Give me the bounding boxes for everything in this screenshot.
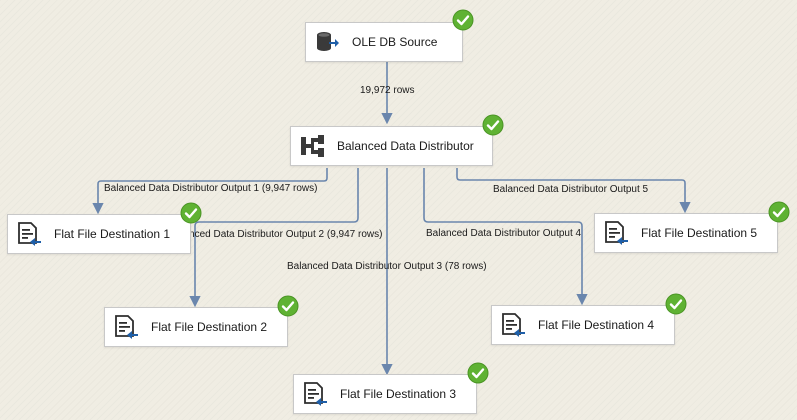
balanced-data-distributor-label: Balanced Data Distributor (337, 139, 474, 153)
flat-file-destination-3-component[interactable]: Flat File Destination 3 (293, 374, 477, 414)
path-output-4[interactable] (423, 168, 588, 306)
flat-file-destination-5-label: Flat File Destination 5 (641, 226, 758, 240)
success-check-icon (467, 362, 489, 384)
database-source-icon (317, 32, 339, 51)
flat-file-destination-3-label: Flat File Destination 3 (340, 387, 457, 401)
balanced-data-distributor-component[interactable]: Balanced Data Distributor (290, 126, 493, 166)
flat-file-destination-5-component[interactable]: Flat File Destination 5 (594, 213, 778, 253)
flat-file-destination-icon (502, 313, 525, 337)
path-output-1[interactable] (92, 168, 328, 215)
success-check-icon (180, 202, 202, 224)
success-check-icon (482, 114, 504, 136)
path-output-2[interactable] (189, 168, 359, 308)
flow-label-output-2: Balanced Data Distributor Output 2 (9,94… (169, 229, 383, 240)
ole-db-source-label: OLE DB Source (352, 35, 438, 49)
path-output-5[interactable] (456, 168, 691, 214)
flow-label-output-5: Balanced Data Distributor Output 5 (493, 184, 649, 195)
flow-label-source-rows: 19,972 rows (360, 85, 415, 96)
ole-db-source-component[interactable]: OLE DB Source (305, 22, 463, 62)
flat-file-destination-icon (605, 221, 628, 245)
flat-file-destination-icon (304, 382, 327, 406)
flat-file-destination-icon (115, 315, 138, 339)
flow-label-output-1: Balanced Data Distributor Output 1 (9,94… (104, 183, 318, 194)
success-check-icon (452, 9, 474, 31)
flow-label-output-4: Balanced Data Distributor Output 4 (426, 228, 582, 239)
flat-file-destination-1-component[interactable]: Flat File Destination 1 (7, 214, 191, 254)
success-check-icon (665, 293, 687, 315)
flat-file-destination-4-label: Flat File Destination 4 (538, 318, 655, 332)
flow-label-output-3: Balanced Data Distributor Output 3 (78 r… (287, 261, 487, 272)
flat-file-destination-4-component[interactable]: Flat File Destination 4 (491, 305, 675, 345)
flat-file-destination-2-component[interactable]: Flat File Destination 2 (104, 307, 288, 347)
distributor-icon (301, 135, 324, 157)
success-check-icon (277, 295, 299, 317)
flat-file-destination-icon (18, 222, 41, 246)
flat-file-destination-2-label: Flat File Destination 2 (151, 320, 268, 334)
success-check-icon (768, 201, 790, 223)
flat-file-destination-1-label: Flat File Destination 1 (54, 227, 171, 241)
